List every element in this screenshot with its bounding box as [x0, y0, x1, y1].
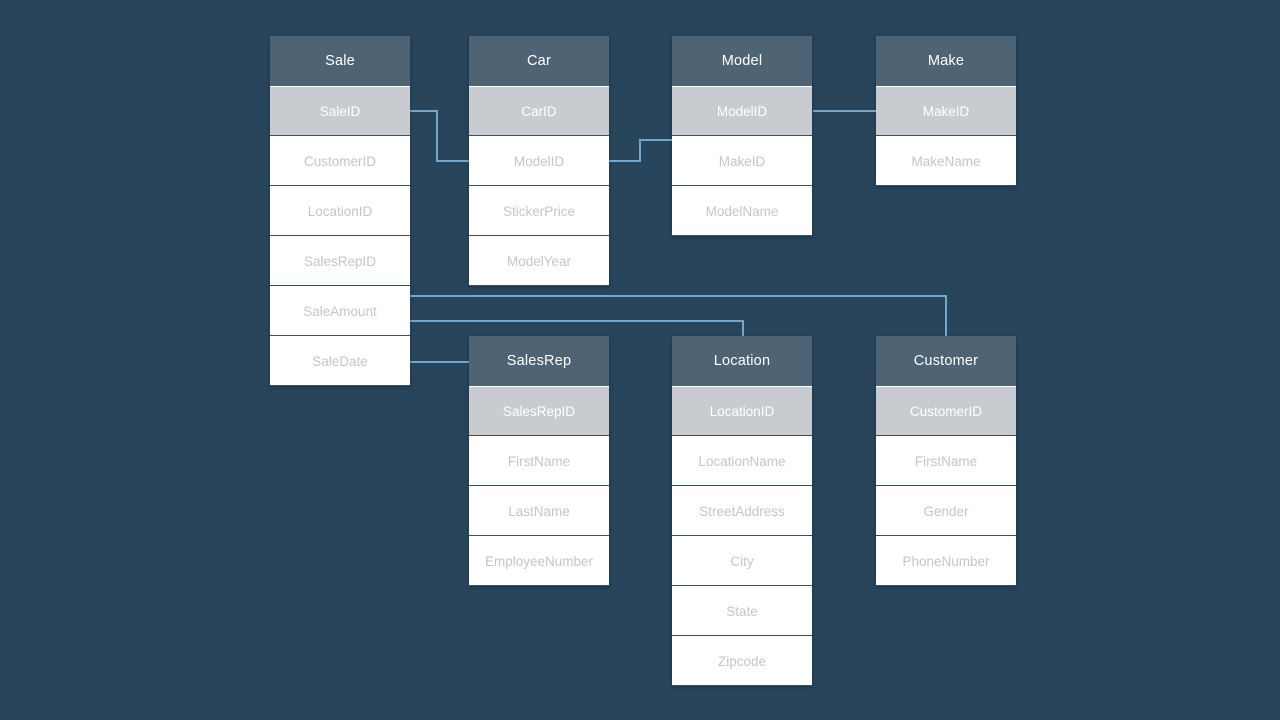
field-row-customer-3[interactable]: PhoneNumber	[876, 536, 1016, 586]
entity-title-sale: Sale	[270, 36, 410, 86]
field-row-model-1[interactable]: MakeID	[672, 136, 812, 186]
entity-title-model: Model	[672, 36, 812, 86]
field-row-customer-2[interactable]: Gender	[876, 486, 1016, 536]
primary-key-row-location-0[interactable]: LocationID	[672, 386, 812, 436]
field-row-salesrep-3[interactable]: EmployeeNumber	[469, 536, 609, 586]
field-row-sale-2[interactable]: LocationID	[270, 186, 410, 236]
field-row-salesrep-1[interactable]: FirstName	[469, 436, 609, 486]
field-row-make-1[interactable]: MakeName	[876, 136, 1016, 186]
entity-title-salesrep: SalesRep	[469, 336, 609, 386]
field-row-car-1[interactable]: ModelID	[469, 136, 609, 186]
entity-title-customer: Customer	[876, 336, 1016, 386]
field-row-car-3[interactable]: ModelYear	[469, 236, 609, 286]
field-row-location-1[interactable]: LocationName	[672, 436, 812, 486]
field-row-sale-5[interactable]: SaleDate	[270, 336, 410, 386]
relationship-line-car-model	[609, 139, 672, 162]
field-row-location-5[interactable]: Zipcode	[672, 636, 812, 686]
field-row-location-2[interactable]: StreetAddress	[672, 486, 812, 536]
field-row-customer-1[interactable]: FirstName	[876, 436, 1016, 486]
field-row-sale-1[interactable]: CustomerID	[270, 136, 410, 186]
field-row-location-4[interactable]: State	[672, 586, 812, 636]
primary-key-row-make-0[interactable]: MakeID	[876, 86, 1016, 136]
entity-title-make: Make	[876, 36, 1016, 86]
field-row-location-3[interactable]: City	[672, 536, 812, 586]
relationship-line-sale-car	[410, 110, 469, 162]
field-row-sale-3[interactable]: SalesRepID	[270, 236, 410, 286]
relationship-line-sale-location	[410, 320, 744, 337]
field-row-salesrep-2[interactable]: LastName	[469, 486, 609, 536]
field-row-sale-4[interactable]: SaleAmount	[270, 286, 410, 336]
primary-key-row-salesrep-0[interactable]: SalesRepID	[469, 386, 609, 436]
entity-title-location: Location	[672, 336, 812, 386]
field-row-car-2[interactable]: StickerPrice	[469, 186, 609, 236]
field-row-model-2[interactable]: ModelName	[672, 186, 812, 236]
relationship-line-sale-customer	[410, 295, 947, 337]
primary-key-row-model-0[interactable]: ModelID	[672, 86, 812, 136]
primary-key-row-car-0[interactable]: CarID	[469, 86, 609, 136]
primary-key-row-customer-0[interactable]: CustomerID	[876, 386, 1016, 436]
primary-key-row-sale-0[interactable]: SaleID	[270, 86, 410, 136]
entity-title-car: Car	[469, 36, 609, 86]
